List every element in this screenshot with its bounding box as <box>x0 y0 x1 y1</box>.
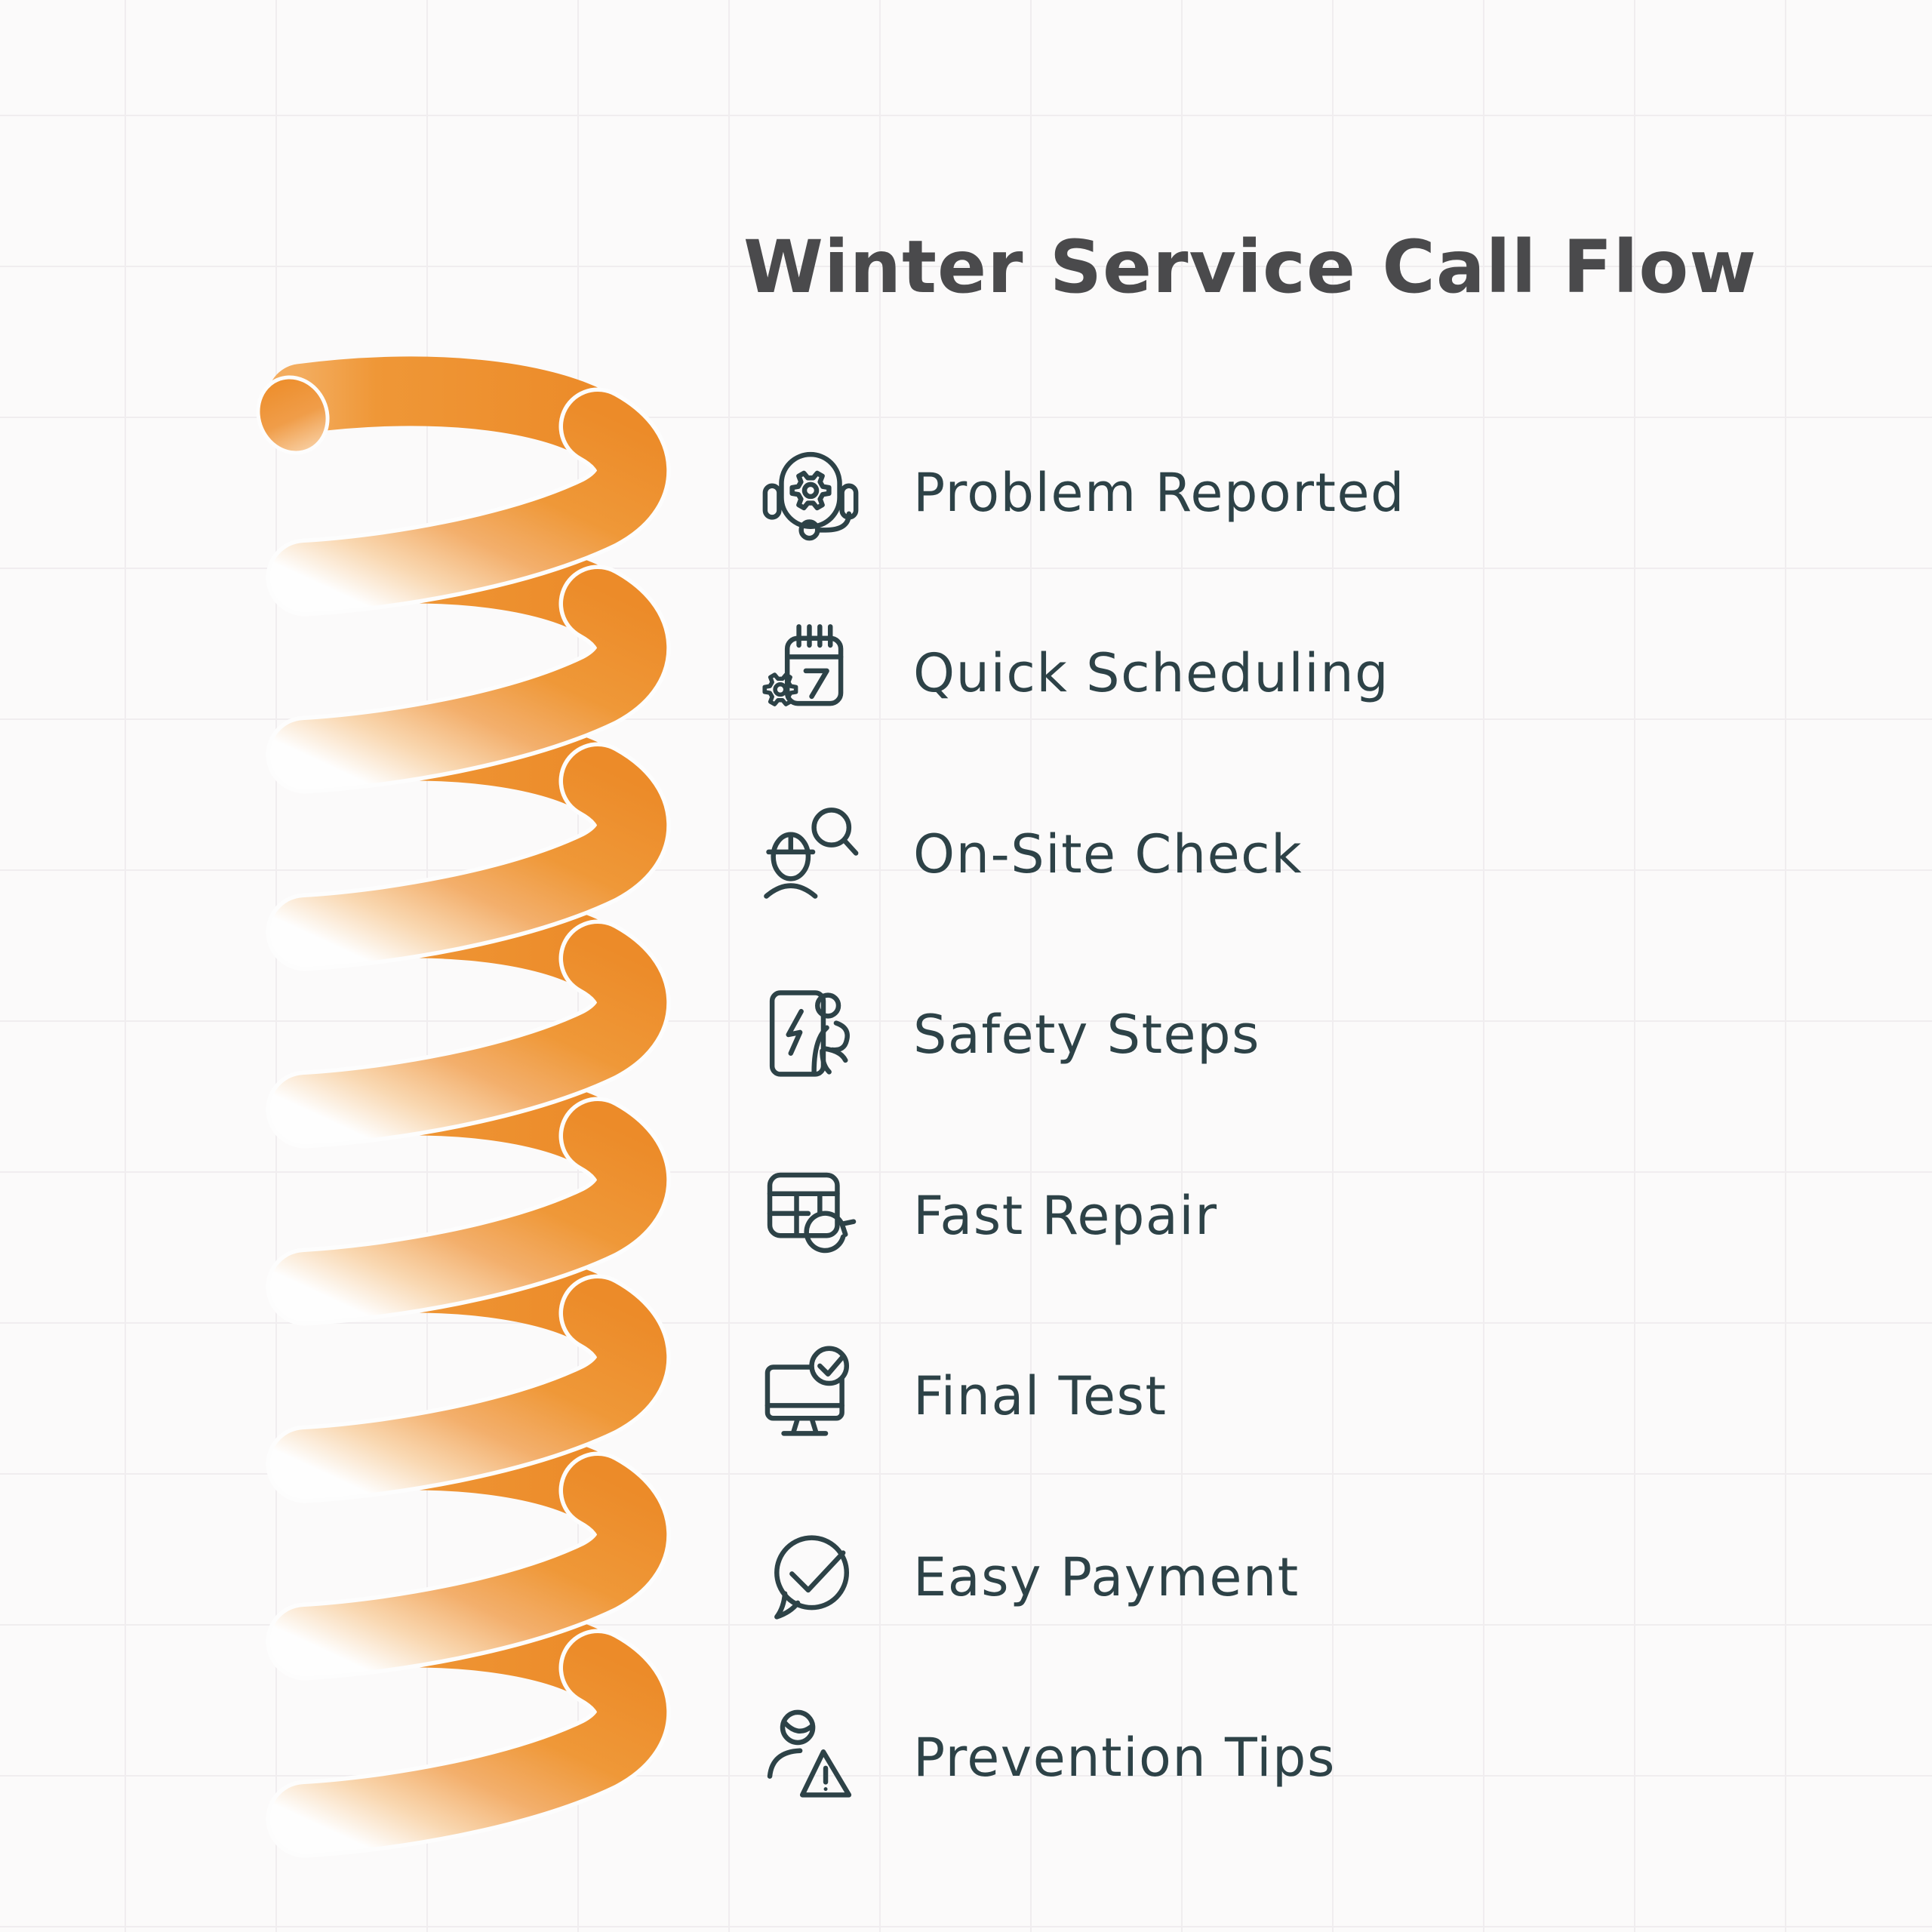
calendar-gear-icon <box>755 617 866 729</box>
person-warning-icon <box>755 1702 866 1814</box>
step-row-safety-steps: Safety Steps <box>755 978 1260 1091</box>
page-title: Winter Service Call Flow <box>743 225 1758 309</box>
chat-check-icon <box>755 1521 866 1633</box>
step-row-final-test: Final Test <box>755 1340 1167 1453</box>
step-row-fast-repair: Fast Repair <box>755 1159 1218 1272</box>
step-label: Quick Scheduling <box>913 642 1390 704</box>
step-label: Problem Reported <box>913 462 1405 524</box>
coil-end-cap <box>256 375 330 455</box>
step-row-problem-reported: Problem Reported <box>755 436 1405 549</box>
step-label: Easy Payment <box>913 1546 1300 1608</box>
safety-document-person-icon <box>755 979 866 1091</box>
parts-grid-refresh-icon <box>755 1160 866 1272</box>
monitor-check-icon <box>755 1340 866 1452</box>
step-row-quick-scheduling: Quick Scheduling <box>755 617 1389 730</box>
step-row-easy-payment: Easy Payment <box>755 1521 1300 1634</box>
step-row-prevention-tips: Prevention Tips <box>755 1701 1336 1814</box>
step-row-on-site-check: On-Site Check <box>755 798 1303 911</box>
step-label: Prevention Tips <box>913 1727 1336 1789</box>
technician-magnifier-icon <box>755 798 866 910</box>
step-label: On-Site Check <box>913 823 1303 885</box>
headset-gear-icon <box>755 437 866 549</box>
step-label: Final Test <box>913 1365 1168 1427</box>
step-label: Fast Repair <box>913 1185 1218 1247</box>
step-label: Safety Steps <box>913 1004 1261 1066</box>
